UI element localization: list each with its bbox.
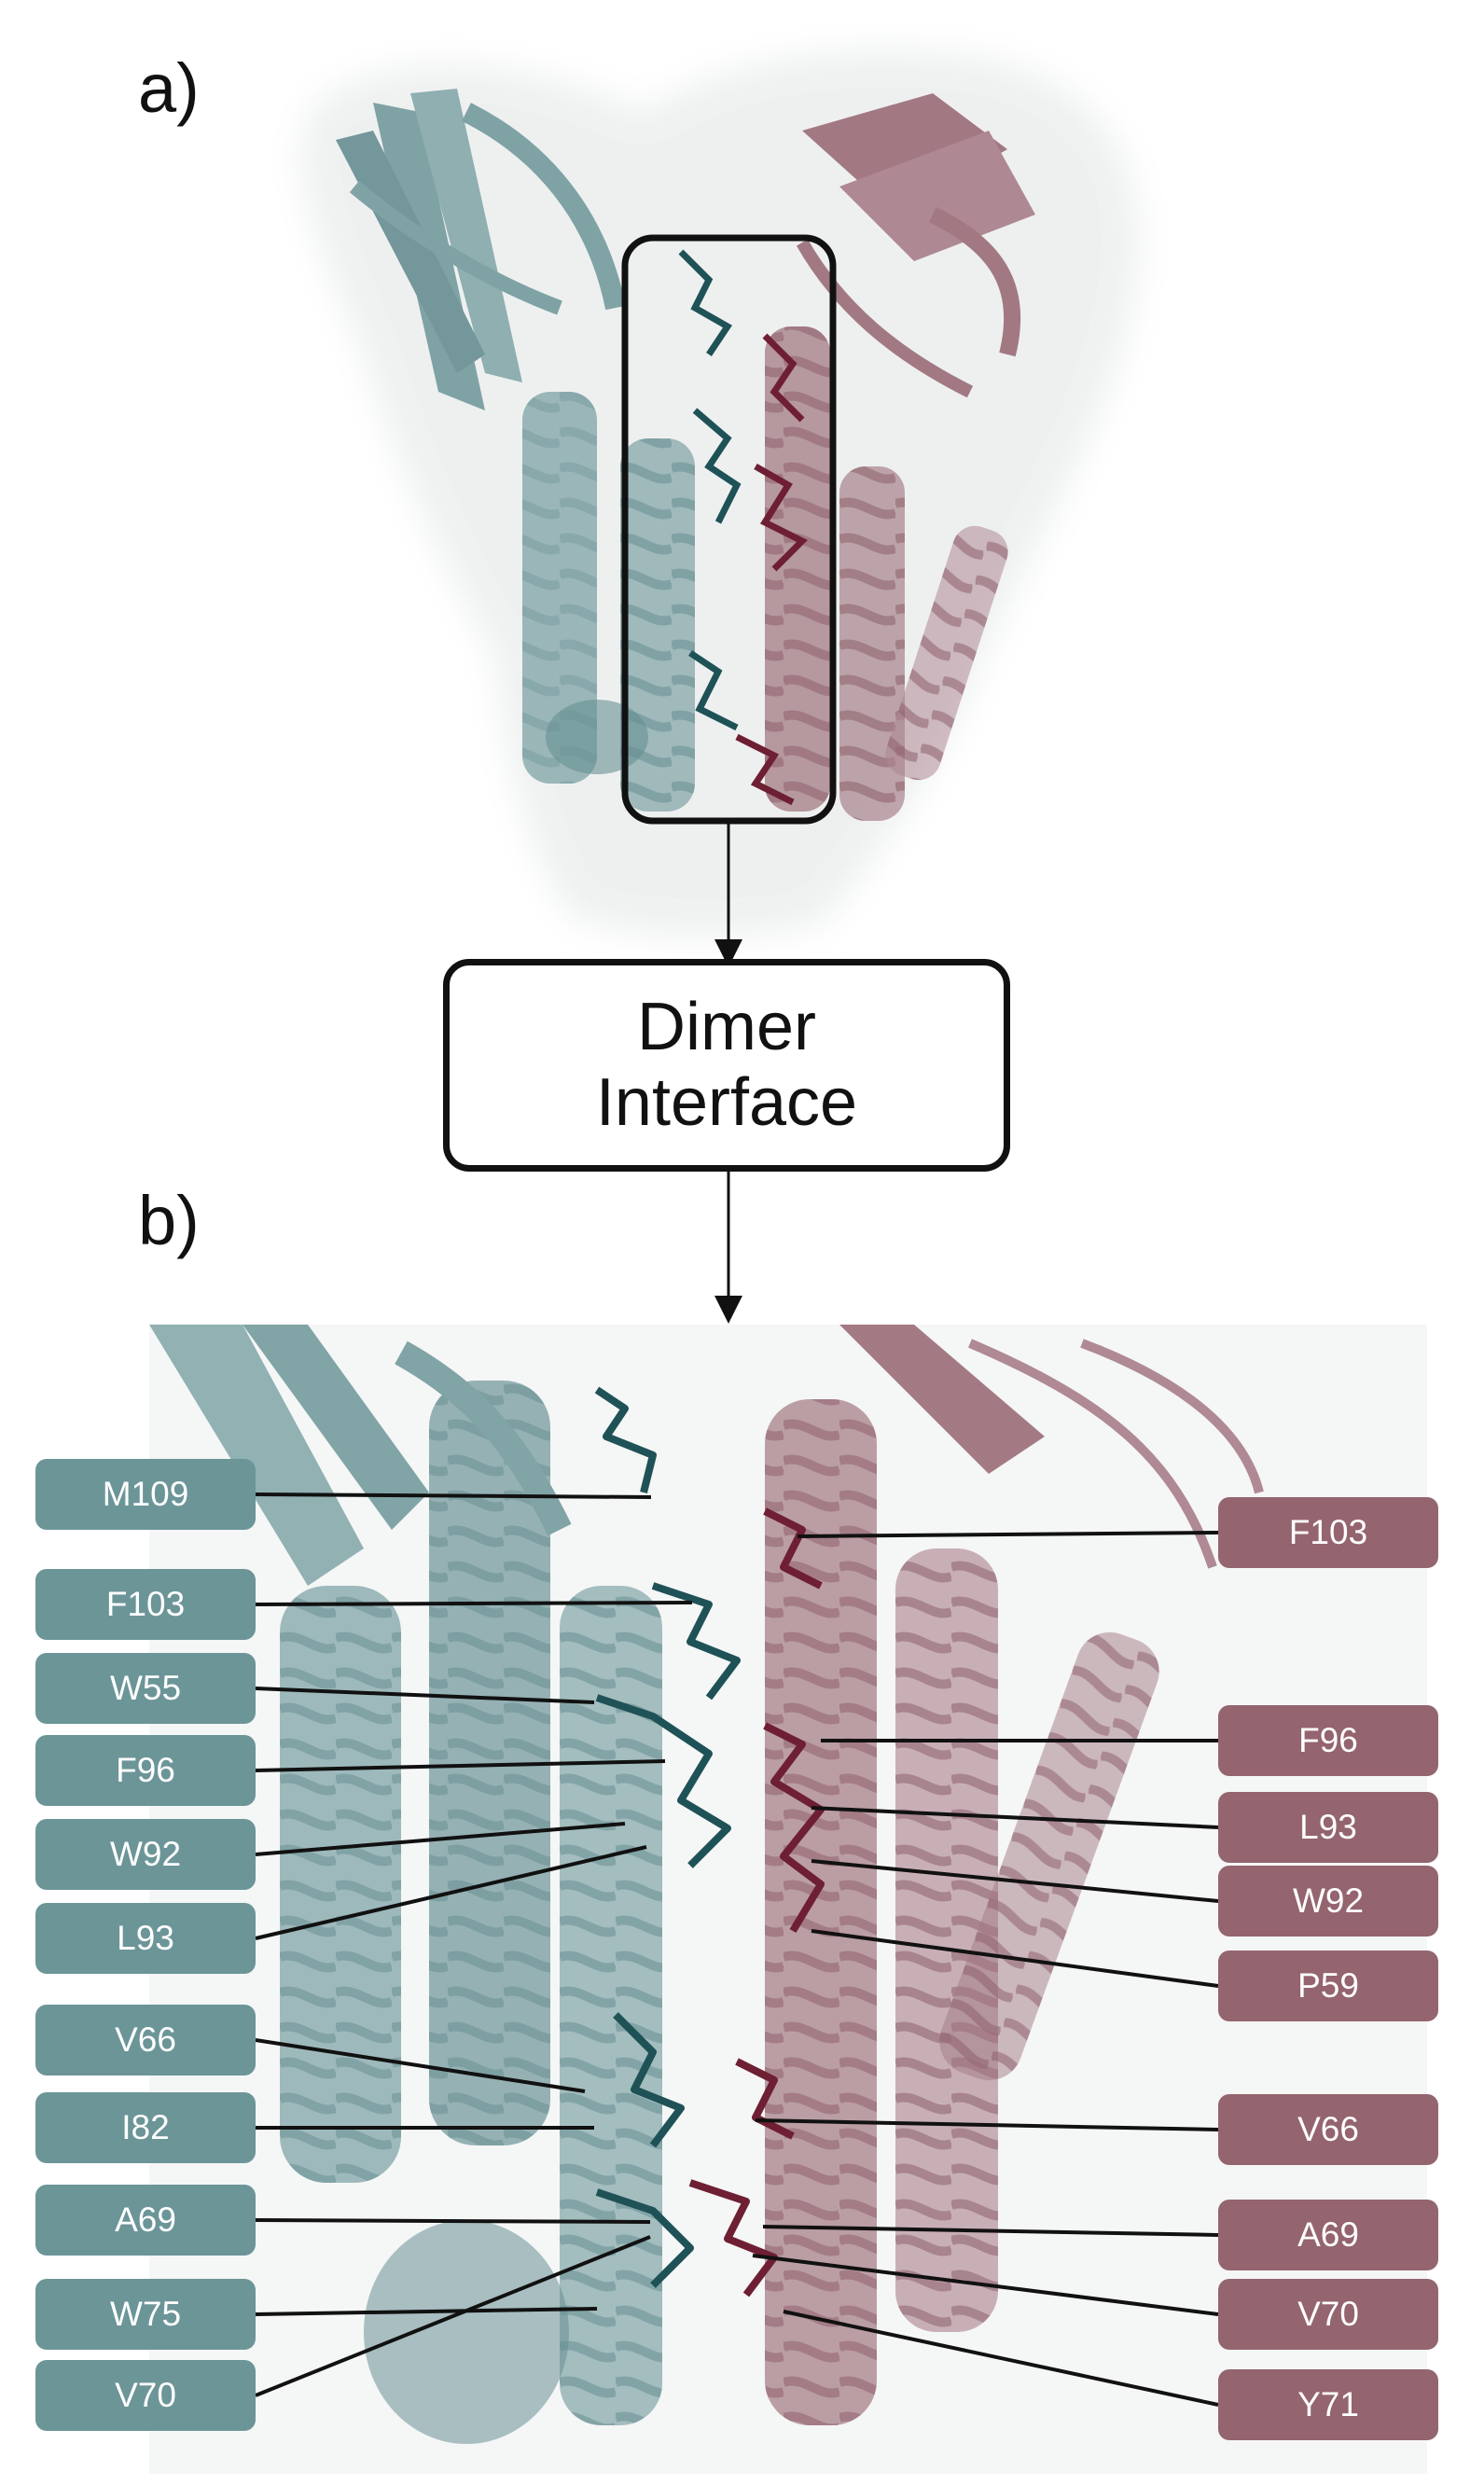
- chain-b-ribbon: [765, 93, 1035, 821]
- chain-a-helices: [149, 1325, 662, 2444]
- residue-label-b-f96: F96: [1218, 1705, 1438, 1776]
- interface-box-line1: Dimer: [637, 990, 816, 1065]
- interface-sticks-a: [678, 249, 742, 731]
- dimer-interface-box: Dimer Interface: [443, 959, 1010, 1172]
- residue-label-a-l93: L93: [35, 1903, 256, 1974]
- chain-b-helices: [765, 1325, 1264, 2425]
- side-chains-a: [594, 1386, 741, 2288]
- residue-label-a-f103: F103: [35, 1569, 256, 1640]
- residue-label-a-v70: V70: [35, 2360, 256, 2431]
- residue-label-b-l93: L93: [1218, 1792, 1438, 1863]
- residue-label-a-v66: V66: [35, 2005, 256, 2075]
- residue-label-b-v70: V70: [1218, 2279, 1438, 2350]
- residue-label-b-y71: Y71: [1218, 2369, 1438, 2440]
- residue-label-b-w92: W92: [1218, 1866, 1438, 1937]
- residue-label-a-i82: I82: [35, 2092, 256, 2163]
- chain-a-ribbon: [336, 89, 695, 812]
- interface-sticks-b: [735, 333, 808, 806]
- panel-a-structure: [301, 49, 1139, 937]
- leader-lines-a: [255, 1492, 693, 2397]
- panel-b-label: b): [138, 1182, 200, 1259]
- residue-label-b-f103: F103: [1218, 1497, 1438, 1568]
- residue-label-a-w55: W55: [35, 1653, 256, 1724]
- interface-box-line2: Interface: [595, 1065, 858, 1140]
- residue-label-a-m109: M109: [35, 1459, 256, 1530]
- residue-label-a-a69: A69: [35, 2185, 256, 2256]
- residue-label-a-f96: F96: [35, 1735, 256, 1806]
- panel-b-structure: [149, 1325, 1427, 2474]
- panel-a-label: a): [138, 49, 200, 127]
- residue-label-a-w92: W92: [35, 1819, 256, 1890]
- residue-label-b-a69: A69: [1218, 2200, 1438, 2270]
- leader-lines-b: [752, 1531, 1219, 2407]
- residue-label-b-v66: V66: [1218, 2094, 1438, 2165]
- residue-label-a-w75: W75: [35, 2279, 256, 2350]
- residue-label-b-p59: P59: [1218, 1951, 1438, 2021]
